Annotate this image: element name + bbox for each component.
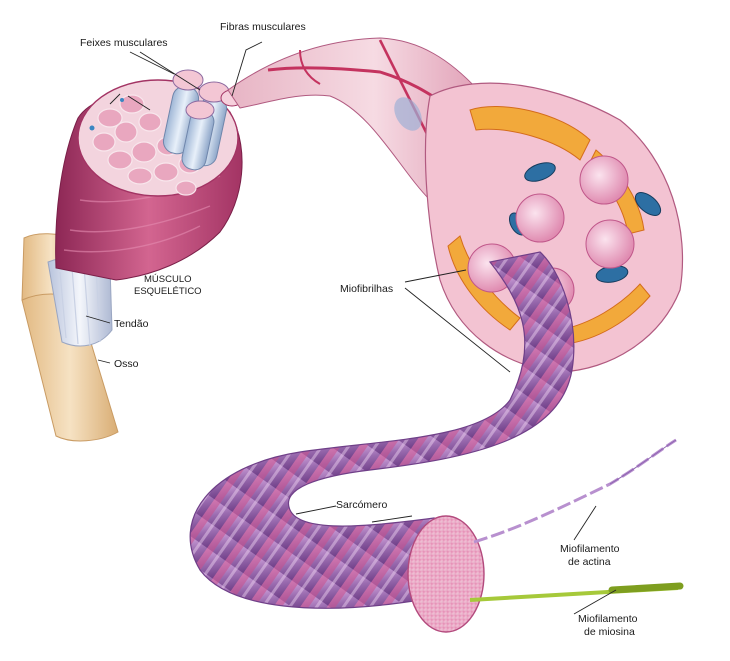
label-musculo-line2: ESQUELÉTICO (134, 286, 202, 297)
label-musculo-line1: MÚSCULO (144, 274, 192, 285)
blood-vessel-dot (90, 126, 95, 131)
myosin-filament (470, 586, 680, 600)
label-tendao: Tendão (114, 318, 149, 330)
label-miofibrilhas: Miofibrilhas (340, 283, 393, 295)
label-actina-line2: de actina (568, 556, 611, 568)
label-miosina-line2: de miosina (584, 626, 635, 638)
label-fibras-musculares: Fibras musculares (220, 21, 306, 33)
label-sarcomero: Sarcómero (336, 499, 388, 511)
blood-vessel-dot (120, 98, 124, 102)
label-feixes-musculares: Feixes musculares (80, 37, 168, 49)
myofibril-cross-section (408, 516, 484, 632)
myofibril (190, 252, 574, 608)
label-miosina-line1: Miofilamento (578, 613, 638, 625)
label-actina-line1: Miofilamento (560, 543, 620, 555)
actin-filament (474, 440, 676, 542)
label-osso: Osso (114, 358, 139, 370)
